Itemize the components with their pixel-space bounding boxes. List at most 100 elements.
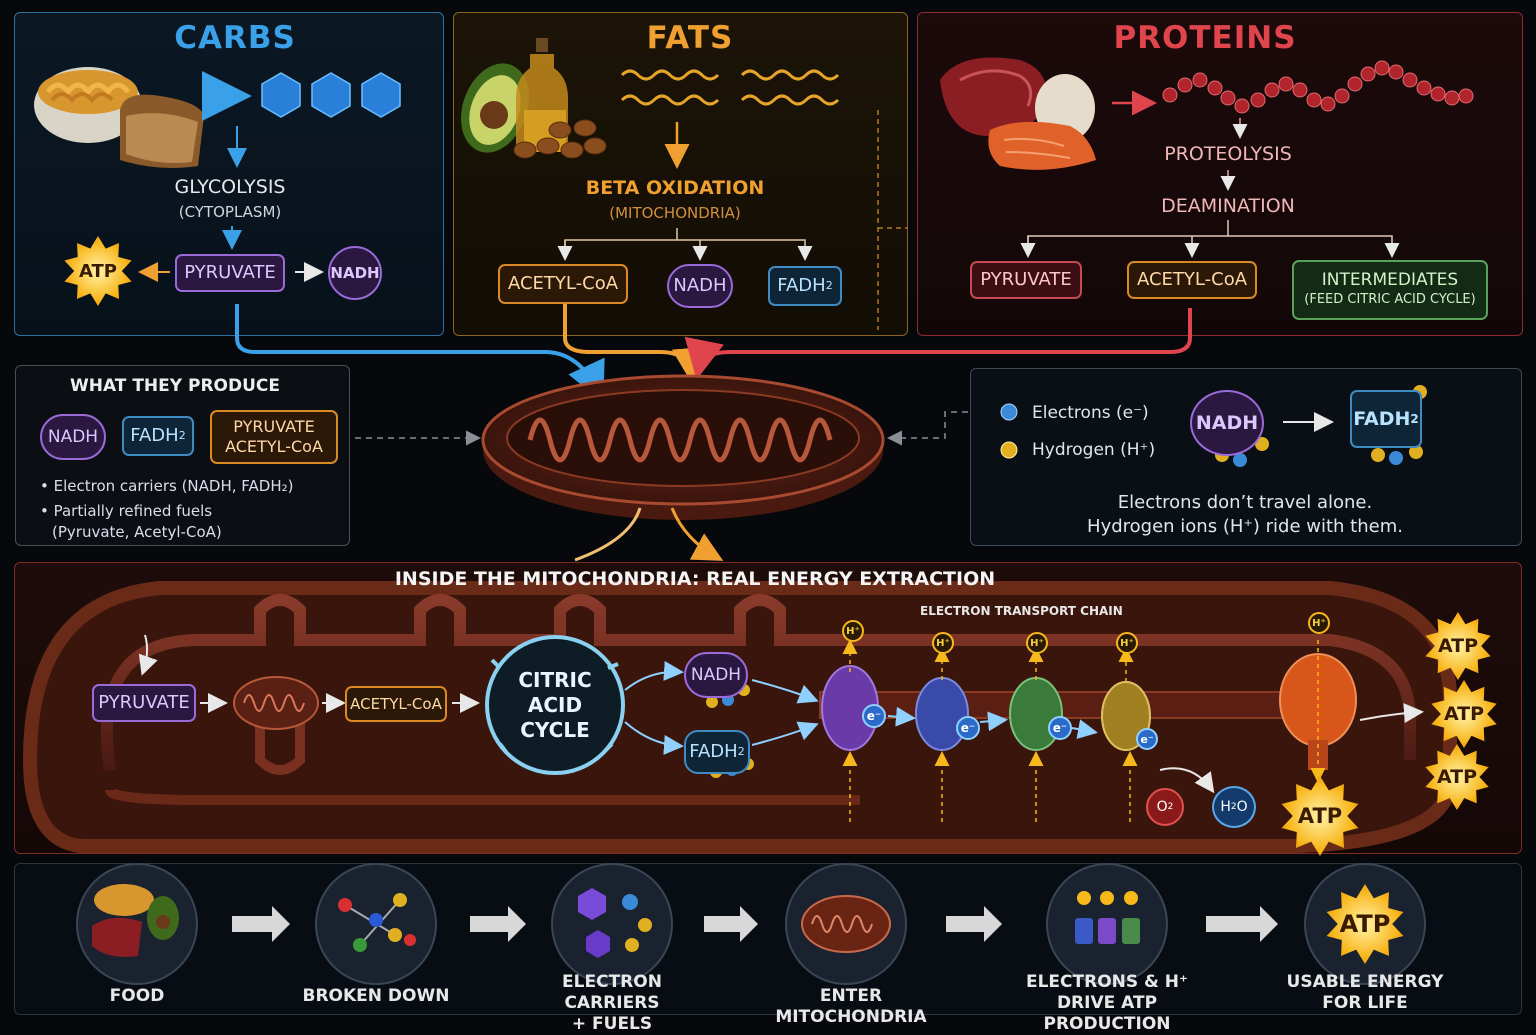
produce-fadh2-subscript: 2 <box>178 429 186 442</box>
hplus-badge-5: H⁺ <box>1308 612 1330 634</box>
produce-pyruvate-text: PYRUVATE <box>233 417 315 436</box>
citric-acid-cycle-label: CITRIC ACID CYCLE <box>505 668 605 743</box>
etc-label: ELECTRON TRANSPORT CHAIN <box>920 604 1123 618</box>
hplus-badge-1: H⁺ <box>842 620 864 642</box>
inside-fadh2-subscript: 2 <box>737 745 745 758</box>
inside-nadh-badge: NADH <box>684 652 748 698</box>
nuts-icon <box>513 119 607 159</box>
produce-bullet-fuels: • Partially refined fuels <box>40 502 213 520</box>
produce-fadh2-text: FADH <box>130 425 179 446</box>
fatty-acid-chains-icon <box>620 69 840 106</box>
produce-bullet-carriers: • Electron carriers (NADH, FADH₂) <box>40 477 294 495</box>
oxygen-text: O <box>1156 799 1168 815</box>
electrons-fadh2-subscript: 2 <box>1410 412 1419 426</box>
electrons-note-line1: Electrons don’t travel alone. <box>1117 492 1373 513</box>
electron-dot-icon <box>1000 403 1018 421</box>
steps-panel <box>14 863 1522 1015</box>
cycle-line2: ACID <box>527 693 583 717</box>
step-carriers-icon <box>578 888 652 958</box>
electrons-note-line2: Hydrogen ions (H⁺) ride with them. <box>1087 516 1403 537</box>
produce-fuels-box: PYRUVATE ACETYL-CoA <box>210 410 338 464</box>
electron-badge-3: e⁻ <box>1048 716 1072 740</box>
inside-fadh2-text: FADH <box>689 741 738 762</box>
inner-membrane-icon <box>22 581 1457 853</box>
step-molecule-icon <box>338 893 416 952</box>
carbs-title: CARBS <box>174 20 296 56</box>
step-label-drive-atp: ELECTRONS & H⁺ DRIVE ATP PRODUCTION <box>1025 972 1188 1034</box>
fats-fadh2-text: FADH <box>777 275 826 296</box>
complex-ii-icon <box>915 677 969 751</box>
deamination-label: DEAMINATION <box>1161 195 1295 217</box>
inside-acetyl-coa-box: ACETYL-CoA <box>345 686 447 722</box>
cycle-line3: CYCLE <box>520 718 590 742</box>
step-arrows-icon <box>232 906 1278 942</box>
bread-icon <box>120 94 204 168</box>
intermediates-box: INTERMEDIATES (FEED CITRIC ACID CYCLE) <box>1292 260 1488 320</box>
fats-fadh2-subscript: 2 <box>825 279 833 292</box>
nadh-carrier-dots-icon <box>1215 437 1269 467</box>
electrons-nadh-badge: NADH <box>1190 390 1264 456</box>
fats-nadh-box: NADH <box>667 264 733 308</box>
amino-acid-chain-icon <box>1162 60 1474 114</box>
fats-acetyl-coa-box: ACETYL-CoA <box>498 264 628 304</box>
oxygen-subscript: 2 <box>1167 802 1174 812</box>
water-o-text: O <box>1236 799 1248 815</box>
produce-nadh-badge: NADH <box>40 414 106 460</box>
produce-title: WHAT THEY PRODUCE <box>69 376 280 396</box>
hplus-badge-3: H⁺ <box>1026 632 1048 654</box>
inside-title: INSIDE THE MITOCHONDRIA: REAL ENERGY EXT… <box>394 568 996 590</box>
carbs-pyruvate-box: PYRUVATE <box>175 254 285 292</box>
citric-acid-cycle-icon <box>485 635 625 775</box>
step-label-broken-down: BROKEN DOWN <box>302 986 450 1006</box>
proteins-pyruvate-box: PYRUVATE <box>970 261 1082 299</box>
step-label-carriers: ELECTRON CARRIERS + FUELS <box>562 972 662 1034</box>
cycle-line1: CITRIC <box>518 668 592 692</box>
hydrogen-legend-label: Hydrogen (H⁺) <box>1032 440 1156 460</box>
hplus-badge-4: H⁺ <box>1116 632 1138 654</box>
electron-badge-1: e⁻ <box>862 704 886 728</box>
cytoplasm-label: (CYTOPLASM) <box>178 203 282 221</box>
produce-acetyl-text: ACETYL-CoA <box>225 437 323 456</box>
step-carriers-circle <box>551 863 673 985</box>
hydrogen-dot-icon <box>1000 441 1018 459</box>
electron-badge-2: e⁻ <box>956 716 980 740</box>
inside-pyruvate-box: PYRUVATE <box>92 684 196 722</box>
meat-icon <box>940 57 1047 136</box>
food-bowl-icon <box>34 67 142 143</box>
complex-iii-icon <box>1009 677 1063 751</box>
electrons-legend-label: Electrons (e⁻) <box>1032 403 1149 423</box>
step-mitochondrion-icon <box>801 895 891 953</box>
beta-oxidation-label: BETA OXIDATION <box>585 177 765 199</box>
glucose-hexagons-icon <box>261 72 401 118</box>
avocado-icon <box>461 63 529 153</box>
water-h-text: H <box>1220 799 1231 815</box>
water-subscript: 2 <box>1230 802 1237 812</box>
fats-title: FATS <box>646 20 734 56</box>
carbs-nadh-badge: NADH <box>328 246 382 300</box>
proteolysis-label: PROTEOLYSIS <box>1164 143 1292 165</box>
hplus-badge-2: H⁺ <box>932 632 954 654</box>
mitochondrion-icon <box>481 374 885 520</box>
electron-badge-4: e⁻ <box>1136 728 1158 750</box>
salmon-icon <box>988 121 1096 170</box>
mitochondria-location-label: (MITOCHONDRIA) <box>609 204 741 222</box>
electrons-fadh2-text: FADH <box>1353 408 1411 430</box>
step-etc-icon <box>1075 891 1140 944</box>
step-food-icon <box>92 884 179 957</box>
proteins-acetyl-coa-box: ACETYL-CoA <box>1127 261 1257 299</box>
intermediates-label: INTERMEDIATES <box>1321 270 1459 290</box>
produce-bullet-fuels-note: (Pyruvate, Acetyl-CoA) <box>52 523 222 541</box>
step-label-food: FOOD <box>109 986 165 1006</box>
intermediates-note: (FEED CITRIC ACID CYCLE) <box>1304 292 1476 307</box>
proteins-title: PROTEINS <box>1113 20 1297 56</box>
step-label-usable-energy: USABLE ENERGY FOR LIFE <box>1286 972 1444 1013</box>
step-label-enter: ENTER MITOCHONDRIA <box>775 986 927 1027</box>
glycolysis-label: GLYCOLYSIS <box>174 176 286 198</box>
mini-mitochondrion-icon <box>233 676 319 730</box>
